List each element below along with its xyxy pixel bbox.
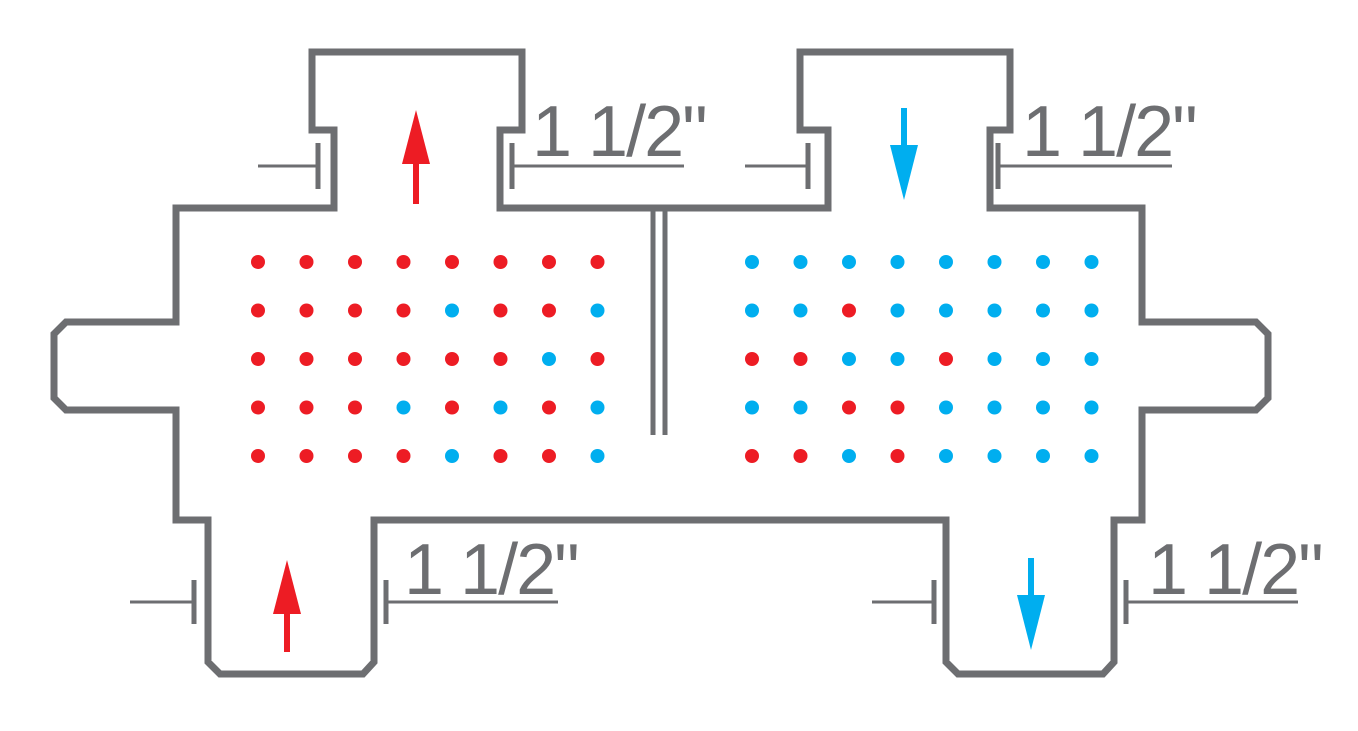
fluid-dot-right-r0-c2	[842, 255, 856, 269]
dimension-top-left: 1 1/2"	[258, 92, 708, 189]
fluid-dot-left-r3-c2	[348, 400, 362, 415]
fluid-dot-left-r2-c0	[251, 352, 265, 366]
fluid-dot-right-r1-c7	[1084, 303, 1099, 318]
fluid-dot-left-r1-c4	[445, 303, 459, 318]
fluid-dot-right-r2-c7	[1084, 352, 1099, 366]
fluid-dot-right-r0-c5	[987, 255, 1002, 269]
dimension-top-right: 1 1/2"	[745, 92, 1198, 189]
fluid-dot-right-r4-c2	[842, 449, 856, 463]
fluid-dot-right-r3-c5	[987, 400, 1002, 415]
fluid-dot-right-r0-c3	[890, 255, 905, 269]
fluid-dot-left-r3-c6	[542, 400, 556, 415]
fluid-dot-left-r1-c3	[396, 303, 411, 318]
fluid-dot-right-r3-c7	[1084, 400, 1099, 415]
dot-grid-right-chamber	[745, 255, 1099, 463]
fluid-dot-left-r1-c5	[493, 303, 508, 318]
fluid-dot-right-r2-c6	[1036, 352, 1050, 366]
fluid-dot-right-r2-c2	[842, 352, 856, 366]
fluid-dot-left-r4-c3	[396, 449, 411, 463]
fluid-dot-left-r2-c1	[299, 352, 314, 366]
fluid-dot-left-r0-c6	[542, 255, 556, 269]
fluid-dot-right-r1-c5	[987, 303, 1002, 318]
fluid-dot-left-r3-c5	[493, 400, 508, 415]
fluid-dot-left-r0-c1	[299, 255, 314, 269]
fluid-dot-right-r2-c1	[793, 352, 808, 366]
fluid-dot-right-r4-c4	[939, 449, 953, 463]
fluid-dot-right-r4-c1	[793, 449, 808, 463]
port-size-label-top-left: 1 1/2"	[532, 92, 706, 172]
fluid-dot-right-r3-c3	[890, 400, 905, 415]
fluid-dot-left-r2-c5	[493, 352, 508, 366]
fluid-dot-right-r3-c6	[1036, 400, 1050, 415]
fluid-dot-left-r3-c3	[396, 400, 411, 415]
flow-arrow-bottom-left	[273, 560, 301, 652]
fluid-dot-left-r0-c7	[590, 255, 605, 269]
fluid-dot-right-r1-c2	[842, 303, 856, 318]
fluid-dot-left-r4-c5	[493, 449, 508, 463]
fluid-dot-right-r4-c0	[745, 449, 759, 463]
fluid-dot-left-r4-c0	[251, 449, 265, 463]
fluid-dot-left-r0-c0	[251, 255, 265, 269]
fluid-dot-left-r2-c3	[396, 352, 411, 366]
fluid-dot-right-r1-c0	[745, 303, 759, 318]
dot-grid-left-chamber	[251, 255, 605, 463]
fluid-dot-right-r3-c2	[842, 400, 856, 415]
port-size-label-top-right: 1 1/2"	[1022, 92, 1196, 172]
fluid-dot-left-r1-c0	[251, 303, 265, 318]
fluid-dot-left-r3-c7	[590, 400, 605, 415]
fluid-dot-left-r4-c7	[590, 449, 605, 463]
fluid-dot-right-r4-c6	[1036, 449, 1050, 463]
fluid-dot-right-r4-c7	[1084, 449, 1099, 463]
flow-arrow-top-right	[890, 108, 918, 200]
fluid-dot-right-r0-c6	[1036, 255, 1050, 269]
fluid-dot-right-r2-c0	[745, 352, 759, 366]
fluid-dot-right-r4-c5	[987, 449, 1002, 463]
port-size-label-bottom-right: 1 1/2"	[1148, 530, 1322, 610]
fluid-dot-right-r4-c3	[890, 449, 905, 463]
fluid-dot-left-r2-c6	[542, 352, 556, 366]
fluid-dot-left-r4-c1	[299, 449, 314, 463]
fluid-dot-right-r1-c3	[890, 303, 905, 318]
fluid-dot-right-r1-c1	[793, 303, 808, 318]
fluid-dot-left-r4-c6	[542, 449, 556, 463]
fluid-dot-left-r0-c4	[445, 255, 459, 269]
fluid-dot-left-r4-c2	[348, 449, 362, 463]
fluid-dot-right-r3-c0	[745, 400, 759, 415]
flow-arrow-bottom-right	[1017, 558, 1045, 650]
fluid-dot-left-r2-c7	[590, 352, 605, 366]
fluid-dot-right-r0-c7	[1084, 255, 1099, 269]
fluid-dot-left-r2-c2	[348, 352, 362, 366]
fluid-dot-left-r1-c1	[299, 303, 314, 318]
fluid-dot-right-r1-c4	[939, 303, 953, 318]
fluid-dot-right-r3-c1	[793, 400, 808, 415]
fluid-dot-left-r0-c3	[396, 255, 411, 269]
fluid-dot-right-r3-c4	[939, 400, 953, 415]
fluid-dot-right-r0-c4	[939, 255, 953, 269]
flow-arrow-top-left	[402, 110, 430, 204]
fluid-dot-right-r2-c4	[939, 352, 953, 366]
fluid-dot-right-r0-c1	[793, 255, 808, 269]
fluid-dot-left-r4-c4	[445, 449, 459, 463]
dimension-bottom-left: 1 1/2"	[130, 530, 580, 624]
fluid-dot-right-r2-c5	[987, 352, 1002, 366]
dimension-bottom-right: 1 1/2"	[872, 530, 1324, 624]
fluid-dot-left-r0-c5	[493, 255, 508, 269]
fluid-dot-right-r0-c0	[745, 255, 759, 269]
fluid-dot-left-r1-c7	[590, 303, 605, 318]
fluid-dot-left-r0-c2	[348, 255, 362, 269]
fluid-dot-left-r1-c2	[348, 303, 362, 318]
fluid-dot-right-r2-c3	[890, 352, 905, 366]
fluid-dot-left-r3-c1	[299, 400, 314, 415]
port-size-label-bottom-left: 1 1/2"	[404, 530, 578, 610]
fluid-dot-left-r1-c6	[542, 303, 556, 318]
fluid-dot-left-r3-c4	[445, 400, 459, 415]
fluid-dot-left-r2-c4	[445, 352, 459, 366]
fluid-dot-left-r3-c0	[251, 400, 265, 415]
vessel-outline	[50, 48, 1272, 678]
fluid-dot-right-r1-c6	[1036, 303, 1050, 318]
